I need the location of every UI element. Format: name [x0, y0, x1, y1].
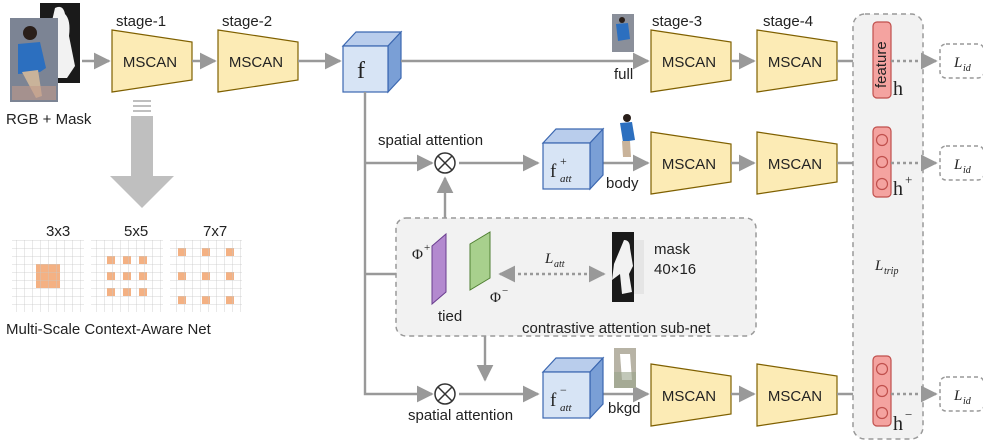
l-trip-label: L [874, 258, 883, 274]
feature-vector-h-minus [872, 355, 892, 427]
branch-line-bkgd [363, 92, 434, 403]
mscan-label: MSCAN [768, 54, 822, 71]
full-label: full [614, 66, 633, 83]
phi-minus-map [469, 231, 491, 291]
kernel-label-5x5: 5x5 [124, 223, 148, 240]
f-att-body-label: f [550, 161, 557, 182]
h-minus-label: h [893, 413, 903, 435]
mscan-stage-2 [217, 29, 299, 93]
phi-plus-sup: + [424, 242, 430, 254]
f-att-body-sup: + [560, 154, 567, 168]
mask-image [612, 232, 644, 302]
mscan-stage-3-bkgd [650, 363, 732, 427]
mscan-stage-3-full [650, 29, 732, 93]
phi-minus-sup: − [502, 285, 508, 297]
mask-label: mask [654, 241, 690, 258]
l-id-label: L [953, 55, 962, 71]
mscan-stage-3-body [650, 131, 732, 195]
loss-box-id-bkgd [939, 376, 983, 412]
phi-plus-map [431, 232, 447, 306]
mscan-label: MSCAN [662, 388, 716, 405]
l-id-label: L [953, 388, 962, 404]
kernel-grid-3x3 [12, 240, 84, 312]
feature-cube-bkgd [541, 356, 605, 420]
mscan-stage-4-full [756, 29, 838, 93]
stage-4-label: stage-4 [763, 13, 813, 30]
feature-vector-h-plus [872, 126, 892, 198]
f-att-bkgd-sub: att [560, 402, 573, 414]
full-thumbnail [612, 14, 634, 52]
kernel-grid-7x7 [170, 240, 242, 312]
mscan-label: MSCAN [229, 54, 283, 71]
subnet-label: contrastive attention sub-net [522, 320, 711, 337]
mask-size-label: 40×16 [654, 261, 696, 278]
h-plus-sup: + [905, 172, 912, 187]
mscan-caption: Multi-Scale Context-Aware Net [6, 321, 212, 338]
body-label: body [606, 175, 639, 192]
phi-minus-label: Φ [490, 290, 501, 306]
l-id-sub: id [963, 63, 972, 74]
stage-2-label: stage-2 [222, 13, 272, 30]
feature-cube-body [541, 127, 605, 191]
stage-1-label: stage-1 [116, 13, 166, 30]
body-thumbnail [620, 114, 635, 157]
feature-cube-f [341, 30, 403, 94]
triplet-loss-region [852, 13, 924, 440]
l-att-label: L [544, 251, 553, 267]
bkgd-label: bkgd [608, 400, 641, 417]
kernel-label-3x3: 3x3 [46, 223, 70, 240]
mscan-stage-1 [111, 29, 193, 93]
tied-label: tied [438, 308, 462, 325]
l-att-sub: att [554, 259, 565, 270]
input-image [10, 3, 80, 102]
f-att-body-sub: att [560, 173, 573, 185]
phi-plus-label: Φ [412, 247, 423, 263]
stage-3-label: stage-3 [652, 13, 702, 30]
h-minus-sup: − [905, 407, 912, 422]
l-id-sub: id [963, 165, 972, 176]
l-trip-sub: trip [884, 266, 898, 277]
spatial-attention-label-top: spatial attention [378, 132, 483, 149]
feature-cube-label: f [357, 58, 365, 84]
l-id-label: L [953, 157, 962, 173]
loss-box-id-full [939, 43, 983, 79]
mscan-label: MSCAN [768, 156, 822, 173]
mscan-label: MSCAN [662, 54, 716, 71]
feature-box-label: feature [873, 41, 890, 88]
mscan-label: MSCAN [768, 388, 822, 405]
mscan-stage-4-bkgd [756, 363, 838, 427]
kernel-label-7x7: 7x7 [203, 223, 227, 240]
f-att-bkgd-sup: − [560, 383, 567, 397]
mscan-label: MSCAN [662, 156, 716, 173]
f-att-bkgd-label: f [550, 390, 557, 411]
mscan-label: MSCAN [123, 54, 177, 71]
expand-arrow [110, 100, 174, 208]
l-id-sub: id [963, 396, 972, 407]
bkgd-thumbnail [614, 348, 636, 388]
kernel-grid-5x5 [91, 240, 163, 312]
input-caption: RGB + Mask [6, 111, 92, 128]
mscan-stage-4-body [756, 131, 838, 195]
loss-box-id-body [939, 145, 983, 181]
h-label: h [893, 78, 903, 100]
h-plus-label: h [893, 178, 903, 200]
spatial-attention-label-bottom: spatial attention [408, 407, 513, 424]
